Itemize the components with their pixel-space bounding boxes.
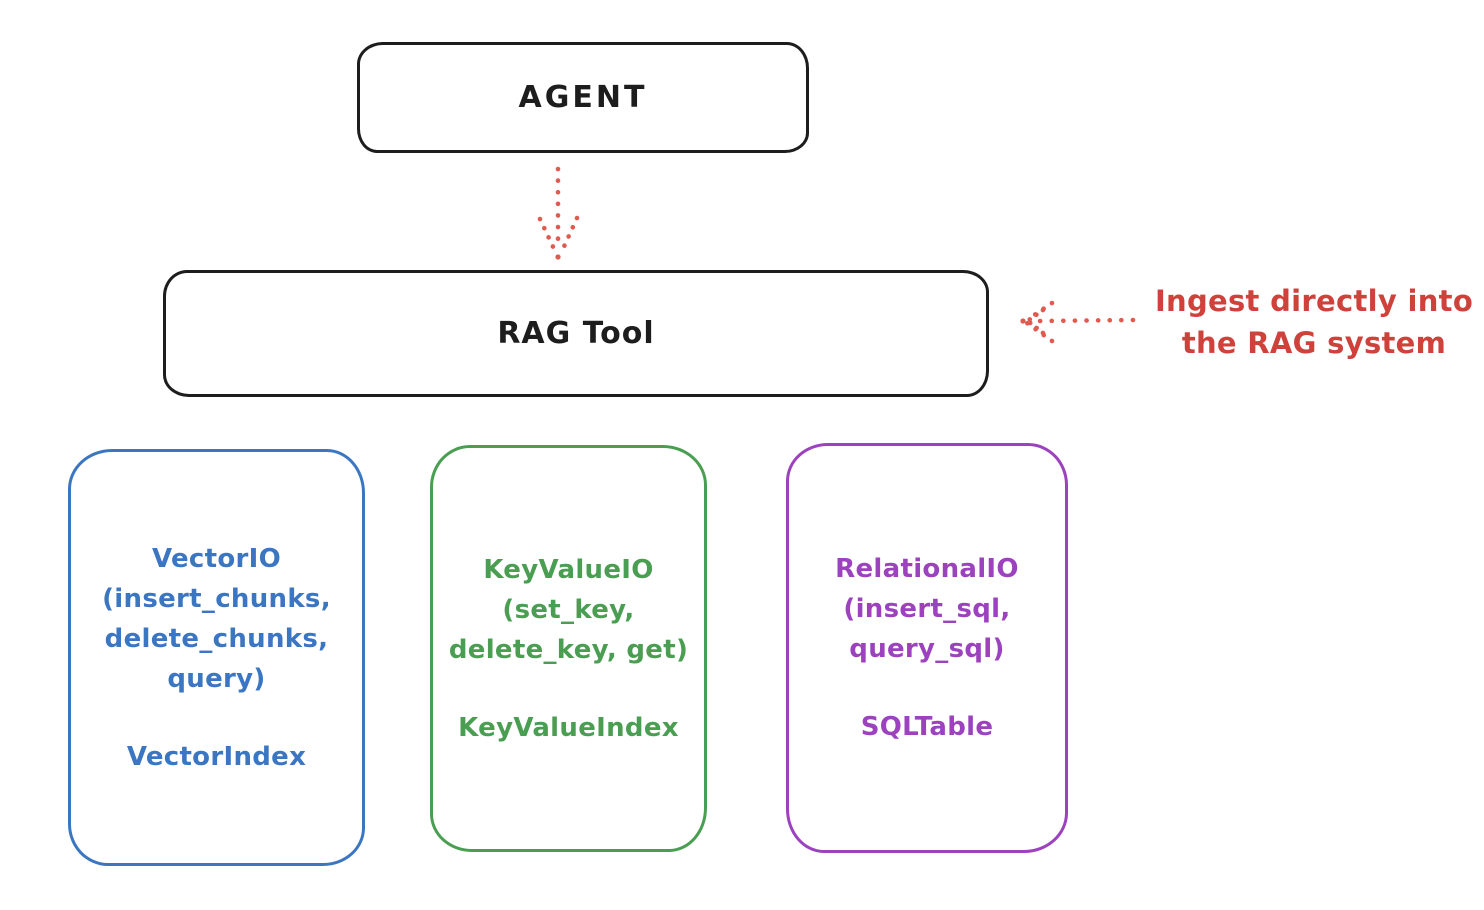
- relational-io-title: RelationalIO (insert_sql, query_sql): [835, 554, 1019, 664]
- agent-label: AGENT: [518, 80, 648, 115]
- keyvalue-io-box: KeyValueIO (set_key, delete_key, get) Ke…: [430, 445, 707, 852]
- ingest-arrow: [1020, 300, 1136, 344]
- vector-index-label: VectorIndex: [126, 741, 307, 772]
- vector-io-title: VectorIO (insert_chunks, delete_chunks, …: [102, 543, 331, 694]
- sql-table-label: SQLTable: [860, 712, 994, 742]
- rag-tool-box: RAG Tool: [163, 270, 989, 397]
- keyvalue-index-label: KeyValueIndex: [458, 712, 679, 743]
- agent-to-rag-arrow: [537, 166, 580, 260]
- vector-io-box: VectorIO (insert_chunks, delete_chunks, …: [68, 449, 365, 866]
- rag-tool-label: RAG Tool: [497, 316, 655, 351]
- keyvalue-io-title: KeyValueIO (set_key, delete_key, get): [448, 554, 689, 665]
- agent-box: AGENT: [357, 42, 809, 153]
- relational-io-box: RelationalIO (insert_sql, query_sql) SQL…: [786, 443, 1068, 853]
- ingest-annotation: Ingest directly into the RAG system: [1154, 284, 1474, 361]
